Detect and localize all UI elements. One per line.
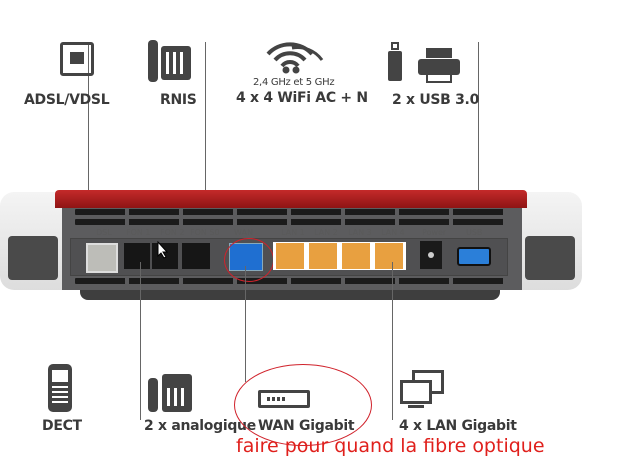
dect-label: DECT xyxy=(42,418,82,434)
mouse-cursor-icon xyxy=(157,240,169,263)
lan-label: 4 x LAN Gigabit xyxy=(399,418,517,434)
vent-row xyxy=(75,219,505,225)
wifi-label: 4 x 4 WiFi AC + N xyxy=(236,90,368,106)
port-label-wan: WAN xyxy=(234,228,253,237)
usb-line xyxy=(478,42,479,257)
lan-line xyxy=(392,262,393,420)
vent-row xyxy=(75,209,505,215)
router-red-band-right xyxy=(427,190,527,208)
analog-line xyxy=(140,262,141,420)
wan-circle-annotation xyxy=(224,238,274,282)
port-label-fons0: FON S0 xyxy=(190,228,220,237)
lan-port-3[interactable] xyxy=(342,243,370,269)
fax-icon xyxy=(148,374,194,412)
lan-port-1[interactable] xyxy=(276,243,304,269)
power-socket[interactable] xyxy=(420,241,442,269)
wan-ellipse-annotation xyxy=(234,364,372,446)
ethernet-socket-icon xyxy=(60,42,94,76)
port-label-usb: USB xyxy=(466,228,483,237)
analog-label: 2 x analogique xyxy=(144,418,256,434)
port-label-dsl: DSL xyxy=(96,228,112,237)
router-red-band xyxy=(55,190,427,208)
fon-port-1[interactable] xyxy=(124,243,150,269)
router-left-foot xyxy=(8,236,58,280)
fon-s0-port[interactable] xyxy=(182,243,210,269)
wifi-icon xyxy=(262,38,326,74)
dsl-label: ADSL/VDSL xyxy=(24,92,110,108)
dect-phone-icon xyxy=(48,364,72,412)
lan-port-4[interactable] xyxy=(375,243,403,269)
dsl-port[interactable] xyxy=(86,243,118,273)
wifi-bands-label: 2,4 GHz et 5 GHz xyxy=(253,77,335,88)
port-label-lan2: LAN 2 xyxy=(314,228,338,237)
annotation-text: faire pour quand la fibre optique xyxy=(236,435,545,457)
dsl-line xyxy=(88,42,89,257)
usb-label: 2 x USB 3.0 xyxy=(392,92,480,108)
port-label-power: Power xyxy=(422,228,447,237)
port-label-lan1: LAN 1 xyxy=(281,228,305,237)
isdn-line xyxy=(205,42,206,257)
usb-port[interactable] xyxy=(457,247,491,266)
phone-icon xyxy=(148,40,192,82)
printer-icon xyxy=(418,48,460,84)
isdn-label: RNIS xyxy=(160,92,197,108)
usb-stick-icon xyxy=(388,42,402,82)
computers-icon xyxy=(400,370,446,410)
wan-line xyxy=(245,266,246,382)
port-label-lan3: LAN 3 xyxy=(348,228,372,237)
port-label-fon1: FON 1 xyxy=(126,228,151,237)
router-base xyxy=(80,290,500,300)
port-label-fon2: FON 2 xyxy=(160,228,185,237)
lan-port-2[interactable] xyxy=(309,243,337,269)
router-right-foot xyxy=(525,236,575,280)
vent-row xyxy=(75,278,505,284)
port-label-lan4: LAN 4 xyxy=(381,228,405,237)
